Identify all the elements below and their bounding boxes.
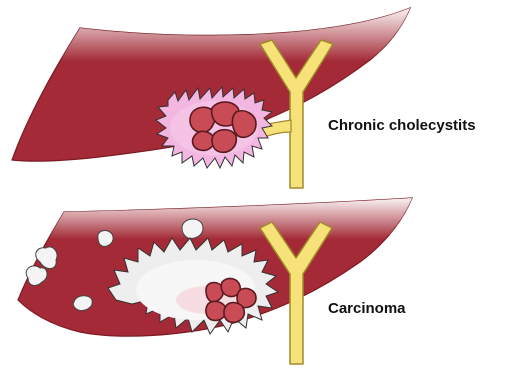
metastasis-nodule	[73, 296, 92, 311]
metastasis-nodule	[182, 219, 203, 238]
metastasis-nodule	[98, 231, 113, 247]
gallstone	[224, 303, 244, 323]
label-carcinoma: Carcinoma	[328, 300, 406, 317]
label-chronic-cholecystitis: Chronic cholecystits	[328, 117, 476, 134]
panel-chronic-cholecystitis	[12, 8, 410, 188]
gallstone	[193, 131, 215, 150]
gallstone	[232, 111, 256, 138]
panel-carcinoma	[18, 198, 412, 364]
gallstone	[212, 130, 236, 153]
